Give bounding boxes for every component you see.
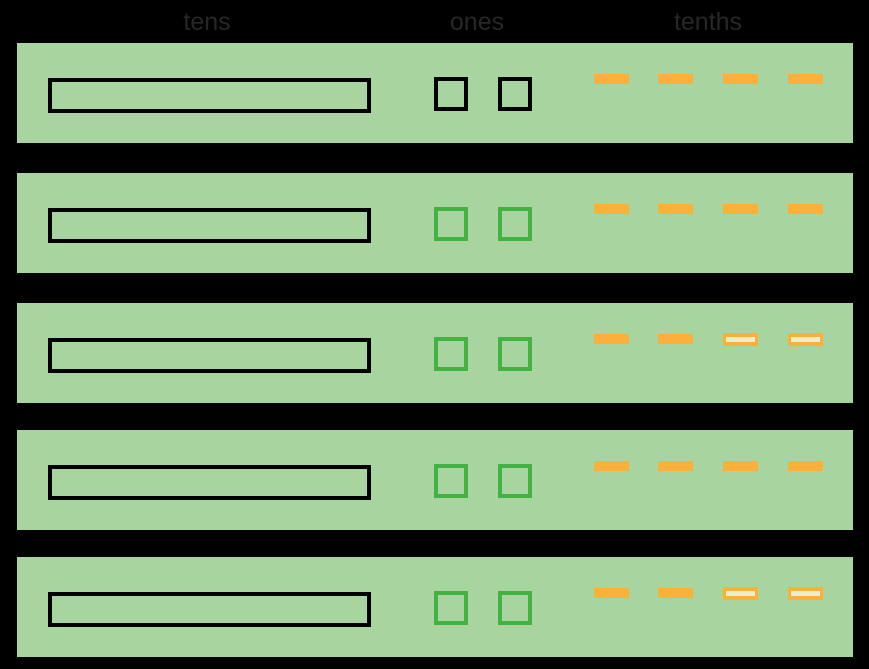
column-header-tenths: tenths (673, 8, 743, 36)
tenths-dash-solid (658, 204, 693, 214)
tens-rod (48, 208, 371, 243)
tens-rod (48, 592, 371, 627)
tenths-dash-solid (594, 588, 629, 598)
tens-rod (48, 78, 371, 113)
tenths-dash-solid (658, 334, 693, 344)
ones-square (498, 464, 532, 498)
ones-square (498, 337, 532, 371)
tens-rod (48, 465, 371, 500)
ones-square (434, 591, 468, 625)
tenths-dash-solid (658, 74, 693, 84)
place-value-row (17, 43, 853, 143)
tenths-dash-solid (594, 461, 629, 471)
tenths-dash-solid (658, 588, 693, 598)
tenths-dash-solid (723, 74, 758, 84)
tens-rod (48, 338, 371, 373)
ones-square (434, 207, 468, 241)
tenths-dash-solid (788, 204, 823, 214)
ones-square (434, 77, 468, 111)
tenths-dash-hollow (788, 587, 823, 600)
place-value-row (17, 557, 853, 657)
tenths-dash-hollow (788, 333, 823, 346)
place-value-row (17, 430, 853, 530)
place-value-row (17, 173, 853, 273)
tenths-dash-hollow (723, 333, 758, 346)
tenths-dash-solid (723, 461, 758, 471)
ones-square (434, 464, 468, 498)
tenths-dash-solid (788, 461, 823, 471)
ones-square (498, 77, 532, 111)
ones-square (434, 337, 468, 371)
tenths-dash-solid (723, 204, 758, 214)
tenths-dash-solid (658, 461, 693, 471)
tenths-dash-solid (594, 74, 629, 84)
tenths-dash-solid (788, 74, 823, 84)
place-value-row (17, 303, 853, 403)
column-header-ones: ones (449, 8, 505, 36)
column-header-tens: tens (183, 8, 231, 36)
tenths-dash-solid (594, 334, 629, 344)
tenths-dash-hollow (723, 587, 758, 600)
tenths-dash-solid (594, 204, 629, 214)
ones-square (498, 207, 532, 241)
ones-square (498, 591, 532, 625)
